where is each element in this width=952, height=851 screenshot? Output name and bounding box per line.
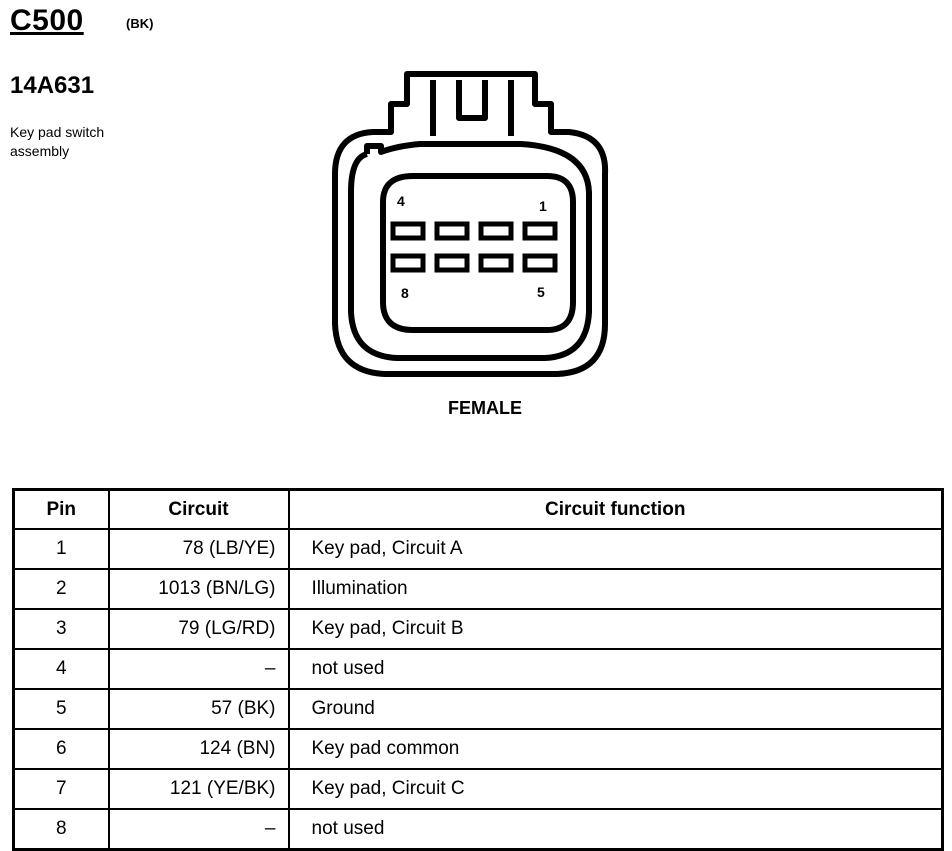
- circuit-function: not used: [287, 808, 944, 851]
- header-pin: Pin: [12, 488, 110, 530]
- header-circuit-function: Circuit function: [287, 488, 944, 530]
- pin-label-bottom-left: 8: [401, 285, 409, 301]
- pin-number: 5: [12, 688, 110, 730]
- circuit-function: Key pad, Circuit B: [287, 608, 944, 650]
- pin-number: 2: [12, 568, 110, 610]
- circuit-number: –: [107, 648, 290, 690]
- table-header-row: Pin Circuit Circuit function: [12, 488, 944, 530]
- component-description: Key pad switch assembly: [10, 124, 105, 159]
- circuit-number: –: [107, 808, 290, 851]
- pin-number: 8: [12, 808, 110, 851]
- pin-socket-5: [522, 253, 558, 273]
- color-code: (BK): [126, 16, 154, 31]
- latch-frame: [430, 80, 514, 136]
- table-row: 8–not used: [12, 808, 944, 851]
- circuit-number: 79 (LG/RD): [107, 608, 290, 650]
- circuit-function: Illumination: [287, 568, 944, 610]
- table-row: 4–not used: [12, 648, 944, 690]
- pin-socket-8: [390, 253, 426, 273]
- pin-socket-2: [478, 221, 514, 241]
- pin-socket-1: [522, 221, 558, 241]
- pin-label-top-right: 1: [539, 198, 547, 214]
- circuit-function: Ground: [287, 688, 944, 730]
- connector-face-diagram: 4 1 8 5: [332, 71, 609, 377]
- circuit-function: Key pad, Circuit C: [287, 768, 944, 810]
- pin-socket-6: [478, 253, 514, 273]
- pin-socket-7: [434, 253, 470, 273]
- circuit-number: 121 (YE/BK): [107, 768, 290, 810]
- connector-inner-outline: [348, 141, 592, 361]
- pin-label-bottom-right: 5: [537, 284, 545, 300]
- pin-number: 7: [12, 768, 110, 810]
- circuit-function: Key pad, Circuit A: [287, 528, 944, 570]
- pin-label-top-left: 4: [397, 193, 405, 209]
- pin-number: 1: [12, 528, 110, 570]
- circuit-number: 1013 (BN/LG): [107, 568, 290, 610]
- circuit-number: 124 (BN): [107, 728, 290, 770]
- connector-housing-outline: [332, 71, 609, 377]
- circuit-number: 57 (BK): [107, 688, 290, 730]
- circuit-function: Key pad common: [287, 728, 944, 770]
- latch-tab: [456, 80, 488, 121]
- connector-gender-label: FEMALE: [448, 398, 522, 418]
- pin-socket-4: [390, 221, 426, 241]
- contact-cavity: [380, 173, 576, 333]
- header-circuit: Circuit: [107, 488, 290, 530]
- part-number: 14A631: [10, 72, 95, 99]
- pin-number: 3: [12, 608, 110, 650]
- pin-socket-3: [434, 221, 470, 241]
- circuit-function: not used: [287, 648, 944, 690]
- circuit-number: 78 (LB/YE): [107, 528, 290, 570]
- pin-number: 4: [12, 648, 110, 690]
- pin-number: 6: [12, 728, 110, 770]
- connector-id: C500: [10, 4, 84, 37]
